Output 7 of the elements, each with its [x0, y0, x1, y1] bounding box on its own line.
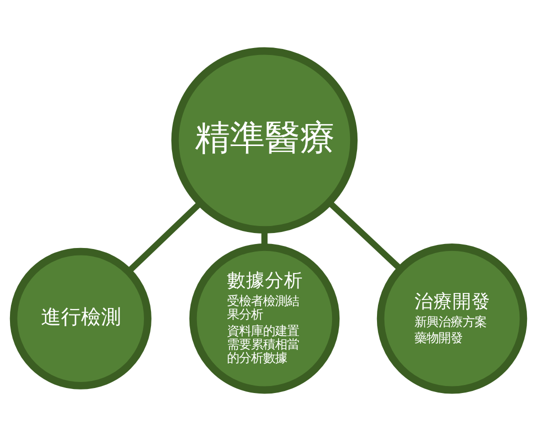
node-circle: 數據分析 受檢者檢測結果分析 資料庫的建置需要累積相當的分析數據 — [189, 243, 340, 394]
node-circle: 治療開發 新興治療方案 藥物開發 — [376, 243, 528, 394]
node-circle: 精準醫療 — [171, 47, 358, 234]
node-circle: 進行檢測 — [10, 248, 152, 390]
connector — [126, 200, 202, 274]
connector — [261, 230, 268, 247]
connector — [327, 200, 402, 271]
